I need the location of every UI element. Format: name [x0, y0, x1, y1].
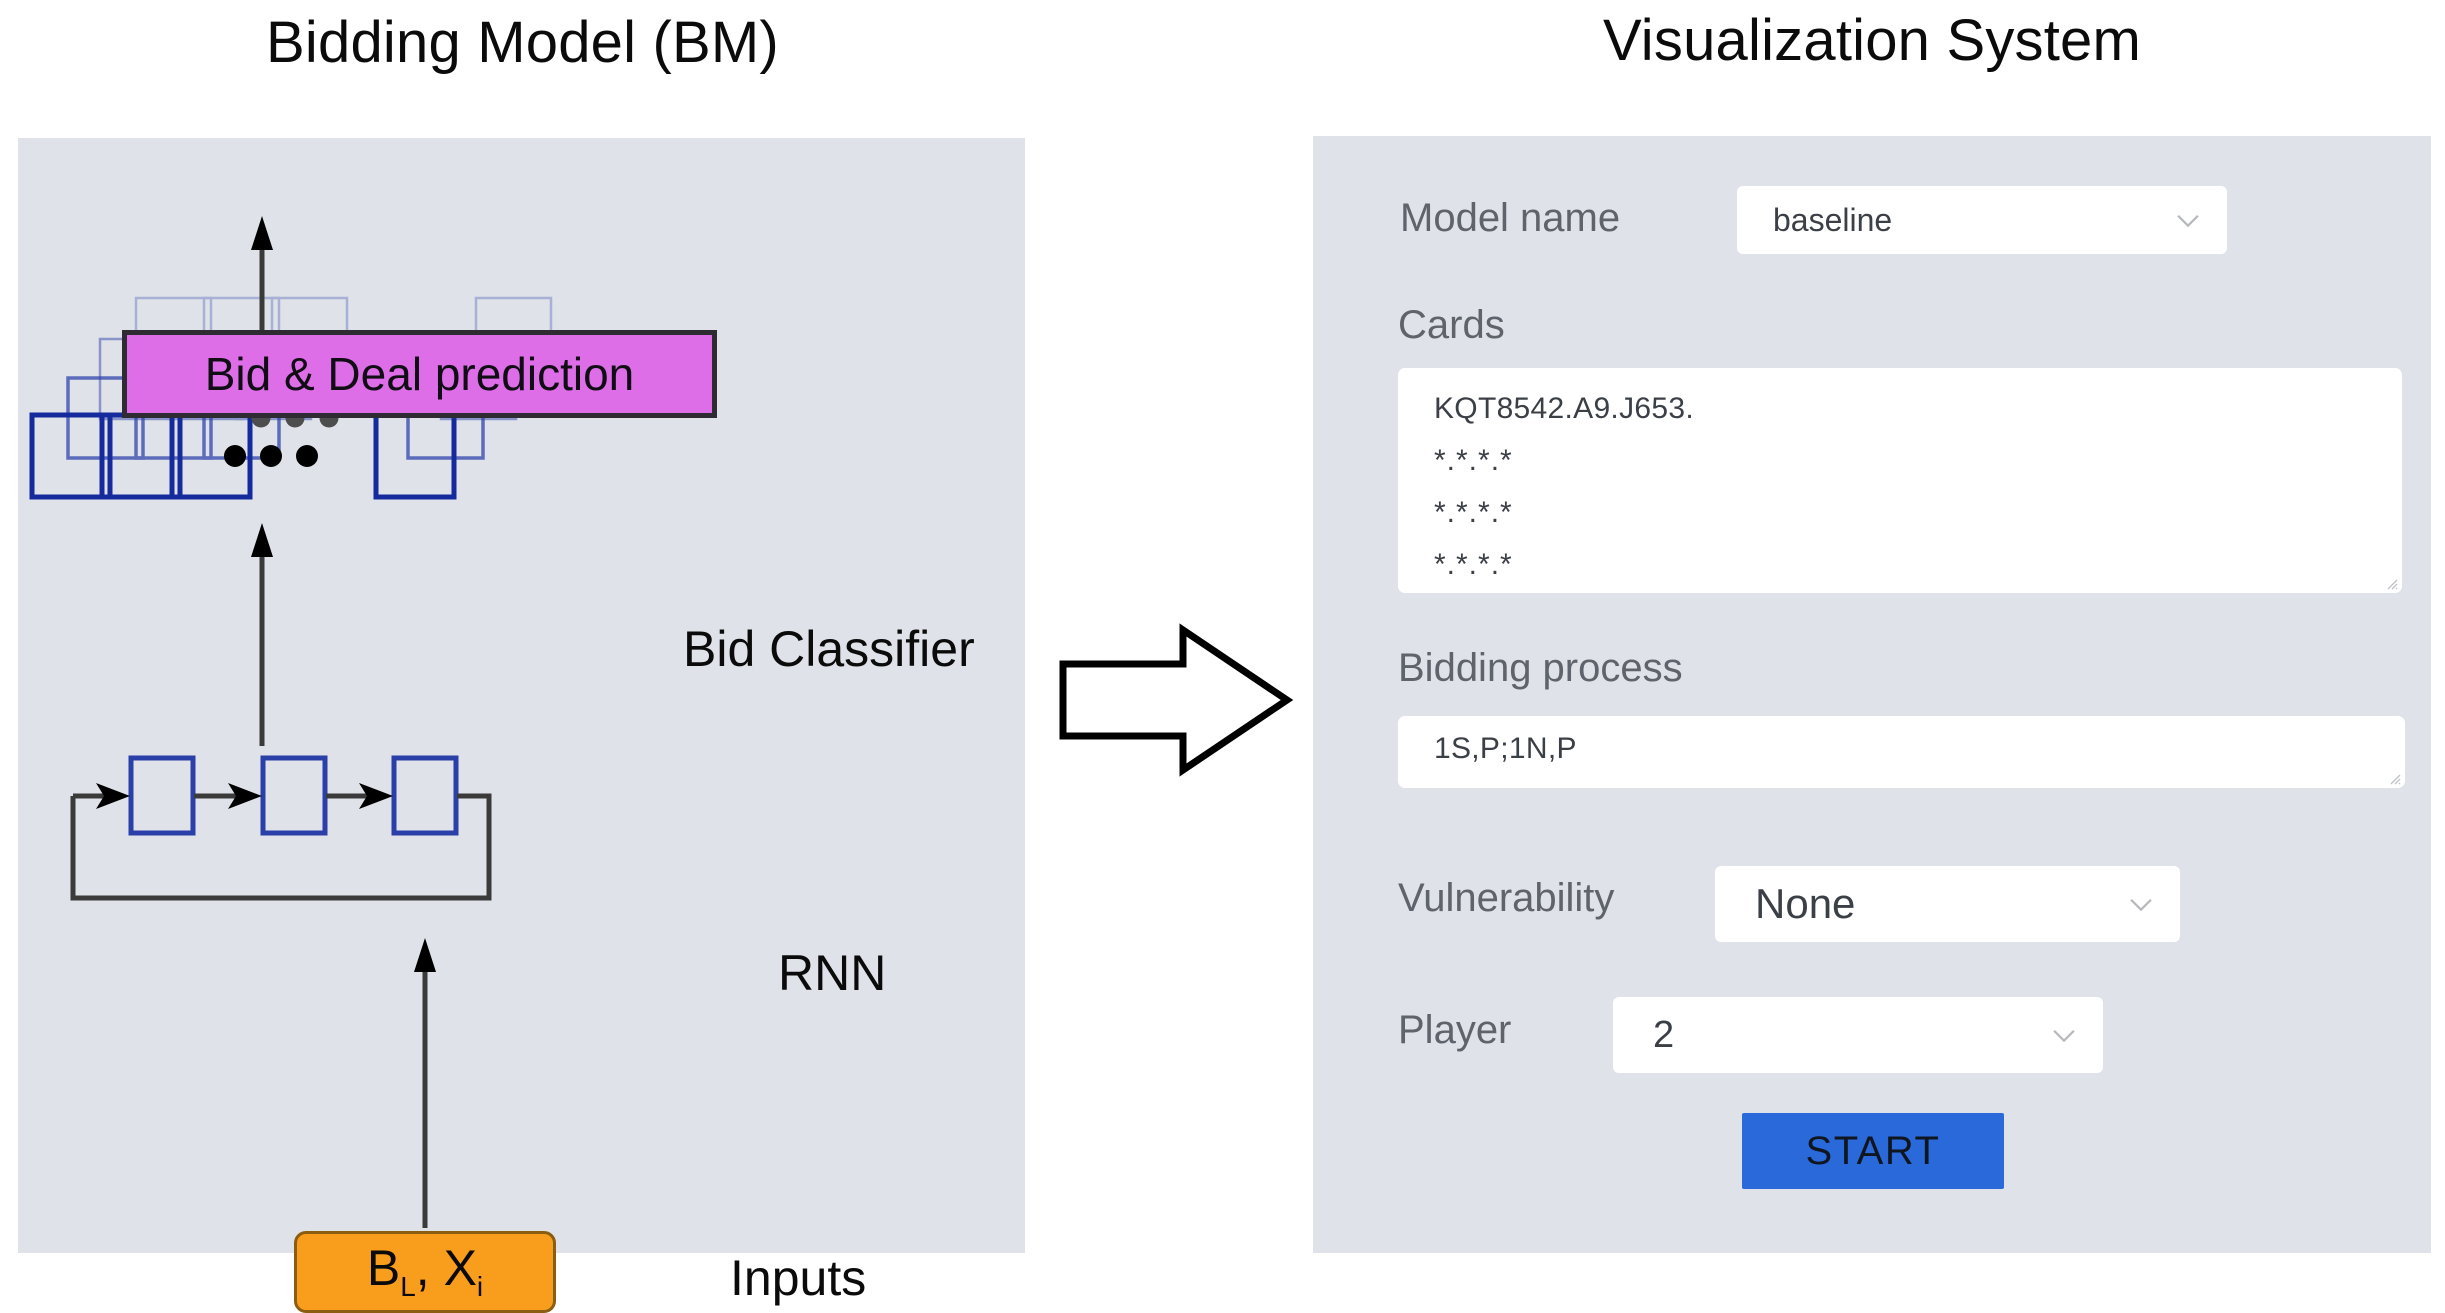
bidding-process-label: Bidding process — [1398, 646, 1683, 690]
page-title-bidding-model: Bidding Model (BM) — [266, 10, 779, 75]
model-name-value: baseline — [1773, 202, 1893, 238]
arrow-rnn-to-classifier — [251, 523, 273, 746]
bidding-model-panel: Bid & Deal prediction BL, Xi Bid Classif… — [18, 138, 1025, 1313]
arrow-inputs-to-rnn — [414, 938, 436, 1228]
input-symbol-x: X — [443, 1240, 477, 1296]
inputs-formula: BL, Xi — [367, 1243, 483, 1301]
player-value: 2 — [1653, 1014, 1675, 1056]
cards-label: Cards — [1398, 303, 1505, 347]
stage-label-inputs: Inputs — [730, 1250, 867, 1306]
player-label: Player — [1398, 1008, 1512, 1052]
input-subscript-l: L — [400, 1271, 416, 1302]
chevron-down-icon — [2171, 203, 2205, 237]
bid-deal-prediction-label: Bid & Deal prediction — [204, 348, 635, 400]
bidding-model-diagram — [29, 216, 553, 1228]
vulnerability-select[interactable]: None — [1715, 866, 2180, 942]
cards-line: *.*.*.* — [1434, 548, 1513, 581]
vulnerability-label: Vulnerability — [1398, 876, 1615, 920]
textarea-resize-handle[interactable] — [2386, 578, 2398, 590]
block-arrow-right-icon — [1059, 623, 1294, 777]
stage-label-bid-classifier: Bid Classifier — [683, 621, 975, 677]
page-title-visualization-system: Visualization System — [1602, 8, 2142, 73]
bidding-process-input[interactable]: 1S,P;1N,P — [1398, 716, 2405, 788]
inputs-box: BL, Xi — [294, 1231, 556, 1313]
model-name-label: Model name — [1400, 196, 1621, 240]
textarea-resize-handle[interactable] — [2389, 773, 2401, 785]
input-symbol-b: B — [366, 1240, 401, 1296]
chevron-down-icon — [2047, 1018, 2081, 1052]
input-subscript-i: i — [476, 1271, 484, 1302]
start-button[interactable]: START — [1742, 1113, 2004, 1189]
model-name-select[interactable]: baseline — [1737, 186, 2227, 254]
rnn-arrowheads — [96, 783, 393, 809]
chevron-down-icon — [2124, 887, 2158, 921]
cards-line: *.*.*.* — [1434, 496, 1513, 529]
player-select[interactable]: 2 — [1613, 997, 2103, 1073]
cards-line: *.*.*.* — [1434, 444, 1513, 477]
input-separator: , — [415, 1240, 444, 1296]
rnn-cell-boxes — [128, 755, 459, 836]
cards-textarea[interactable]: KQT8542.A9.J653. *.*.*.* *.*.*.* *.*.*.* — [1398, 368, 2402, 593]
bidding-process-value: 1S,P;1N,P — [1434, 732, 1577, 765]
stage-label-rnn: RNN — [778, 945, 887, 1001]
cards-line: KQT8542.A9.J653. — [1434, 392, 1694, 425]
vulnerability-value: None — [1755, 880, 1856, 927]
bid-deal-prediction-box: Bid & Deal prediction — [122, 330, 717, 418]
rnn-connections — [70, 793, 492, 901]
